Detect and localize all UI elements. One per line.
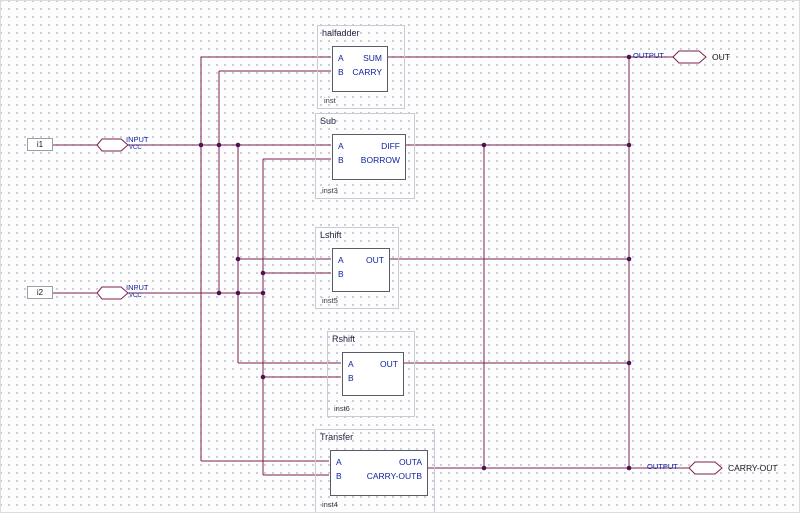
block-sub[interactable]: Sub A DIFF B BORROW inst3 (315, 113, 415, 199)
port-a: A (336, 456, 342, 467)
port-a: A (338, 254, 344, 265)
port-b: B (348, 372, 354, 383)
block-body: A OUT B (332, 248, 390, 292)
output-pin-name-carry-out[interactable]: CARRY-OUT (728, 463, 778, 473)
junction-dot (626, 256, 632, 262)
output-pin-type-label: OUTPUT (633, 51, 664, 60)
port-outa: OUTA (399, 456, 422, 467)
block-body: A SUM B CARRY (332, 46, 388, 92)
junction-dot (626, 465, 632, 471)
port-b: B (336, 470, 342, 481)
block-title: Rshift (332, 334, 356, 344)
junction-dot (235, 290, 241, 296)
port-b: B (338, 268, 344, 279)
port-carry-outb: CARRY-OUTB (366, 470, 422, 481)
port-sum: SUM (363, 52, 382, 63)
block-title: Lshift (320, 230, 342, 240)
port-out: OUT (366, 254, 384, 265)
input-pin-type-label: INPUT (126, 283, 149, 292)
input-pin-vcc-label: VCC (129, 293, 142, 299)
block-instance-name: inst4 (322, 500, 338, 509)
input-pin-symbol[interactable] (96, 286, 129, 300)
junction-dot (626, 142, 632, 148)
block-body: A DIFF B BORROW (332, 134, 406, 180)
block-title: Sub (320, 116, 337, 126)
input-pin-vcc-label: VCC (129, 145, 142, 151)
block-instance-name: inst6 (334, 404, 350, 413)
junction-dot (198, 142, 204, 148)
block-body: A OUT B (342, 352, 404, 396)
port-b: B (338, 66, 344, 77)
junction-dot (626, 360, 632, 366)
junction-dot (260, 270, 266, 276)
block-rshift[interactable]: Rshift A OUT B inst6 (327, 331, 415, 417)
port-out: OUT (380, 358, 398, 369)
junction-dot (216, 290, 222, 296)
junction-dot (260, 290, 266, 296)
block-body: A OUTA B CARRY-OUTB (330, 450, 428, 496)
output-pin-symbol[interactable] (688, 461, 723, 475)
block-halfadder[interactable]: halfadder A SUM B CARRY inst (317, 25, 405, 109)
input-pin-name-i1[interactable]: i1 (27, 138, 53, 151)
output-pin-symbol[interactable] (672, 50, 707, 64)
block-instance-name: inst (324, 96, 336, 105)
junction-dot (235, 142, 241, 148)
port-borrow: BORROW (360, 154, 400, 165)
port-diff: DIFF (381, 140, 400, 151)
block-lshift[interactable]: Lshift A OUT B inst5 (315, 227, 399, 309)
input-pin-symbol[interactable] (96, 138, 129, 152)
output-pin-type-label: OUTPUT (647, 462, 678, 471)
junction-dot (481, 465, 487, 471)
port-b: B (338, 154, 344, 165)
port-carry: CARRY (352, 66, 382, 77)
block-instance-name: inst3 (322, 186, 338, 195)
block-instance-name: inst5 (322, 296, 338, 305)
block-title: Transfer (320, 432, 354, 442)
port-a: A (338, 140, 344, 151)
junction-dot (260, 374, 266, 380)
output-pin-name-out[interactable]: OUT (712, 52, 730, 62)
port-a: A (348, 358, 354, 369)
block-title: halfadder (322, 28, 360, 38)
junction-dot (235, 256, 241, 262)
junction-dot (626, 54, 632, 60)
input-pin-type-label: INPUT (126, 135, 149, 144)
port-a: A (338, 52, 344, 63)
input-pin-name-i2[interactable]: i2 (27, 286, 53, 299)
junction-dot (481, 142, 487, 148)
block-transfer[interactable]: Transfer A OUTA B CARRY-OUTB inst4 (315, 429, 435, 512)
junction-dot (216, 142, 222, 148)
